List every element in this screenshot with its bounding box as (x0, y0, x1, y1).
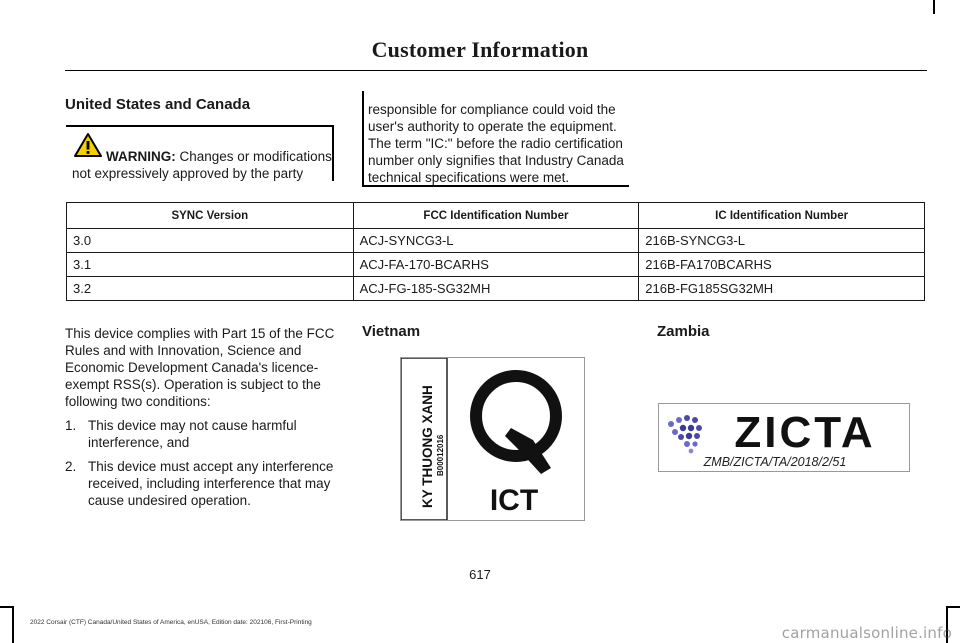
section-heading: United States and Canada (65, 96, 251, 113)
vietnam-side-text: KY THUONG XANH (420, 385, 435, 508)
header-divider (65, 70, 927, 71)
crop-mark-left-horizontal (0, 606, 14, 608)
crop-mark-top-right (933, 0, 935, 14)
warning-box (66, 125, 334, 181)
compliance-text: This device complies with Part 15 of the… (65, 325, 337, 516)
warning-body-part1: Changes or modifications not expressivel… (72, 149, 332, 181)
warning-continuation-box (362, 91, 629, 187)
list-number: 1. (65, 418, 77, 433)
table-cell: ACJ-FG-185-SG32MH (352, 276, 640, 301)
footer-edition-text: 2022 Corsair (CTF) Canada/United States … (30, 619, 312, 626)
vietnam-code: B00012016 (436, 434, 445, 476)
warning-text: WARNING: Changes or modifications not ex… (72, 148, 334, 182)
table-cell: 3.1 (66, 252, 354, 277)
column-header: FCC Identification Number (352, 202, 640, 229)
table-row: 3.1 ACJ-FA-170-BCARHS 216B-FA170BCARHS (66, 252, 925, 277)
vietnam-certification-image: KY THUONG XANH B00012016 ICT (400, 357, 585, 521)
zicta-emblem-icon (668, 415, 702, 454)
page-number: 617 (469, 567, 491, 582)
crop-mark-right (946, 606, 948, 643)
zambia-certification-image: ZICTA ZMB/ZICTA/TA/2018/2/51 (658, 403, 910, 472)
watermark-text: carmanualsonline.info (781, 624, 952, 642)
table-cell: 216B-FG185SG32MH (638, 276, 925, 301)
zambia-logo-text: ZICTA (734, 408, 875, 457)
table-cell: ACJ-FA-170-BCARHS (352, 252, 640, 277)
warning-icon (74, 133, 102, 157)
compliance-intro: This device complies with Part 15 of the… (65, 326, 335, 409)
vietnam-logo-text: ICT (490, 484, 538, 517)
list-item-text: This device may not cause harmful interf… (88, 418, 297, 450)
table-row: 3.2 ACJ-FG-185-SG32MH 216B-FG185SG32MH (66, 276, 925, 301)
warning-label: WARNING: (106, 149, 176, 164)
vietnam-ict-logo: KY THUONG XANH B00012016 ICT (401, 358, 562, 520)
crop-mark-right-horizontal (946, 606, 960, 608)
table-cell: ACJ-SYNCG3-L (352, 228, 640, 253)
crop-mark-left (12, 606, 14, 643)
list-number: 2. (65, 459, 77, 474)
warning-body-part2: responsible for compliance could void th… (368, 102, 624, 185)
page-title: Customer Information (371, 37, 589, 62)
table-cell: 216B-FA170BCARHS (638, 252, 925, 277)
table-cell: 3.2 (66, 276, 354, 301)
list-item-text: This device must accept any interference… (88, 459, 334, 508)
table-cell: 216B-SYNCG3-L (638, 228, 925, 253)
list-item: 1. This device may not cause harmful int… (65, 417, 337, 451)
vietnam-heading: Vietnam (362, 323, 421, 340)
conditions-list: 1. This device may not cause harmful int… (65, 417, 337, 509)
zambia-heading: Zambia (657, 323, 710, 340)
table-row: 3.0 ACJ-SYNCG3-L 216B-SYNCG3-L (66, 228, 925, 253)
list-item: 2. This device must accept any interfere… (65, 458, 337, 509)
table-cell: 3.0 (66, 228, 354, 253)
identification-table: SYNC Version FCC Identification Number I… (66, 202, 925, 301)
zambia-zicta-logo: ZICTA ZMB/ZICTA/TA/2018/2/51 (668, 408, 875, 469)
zambia-code: ZMB/ZICTA/TA/2018/2/51 (703, 455, 847, 469)
table-header-row: SYNC Version FCC Identification Number I… (66, 202, 925, 229)
column-header: IC Identification Number (638, 202, 925, 229)
column-header: SYNC Version (66, 202, 354, 229)
